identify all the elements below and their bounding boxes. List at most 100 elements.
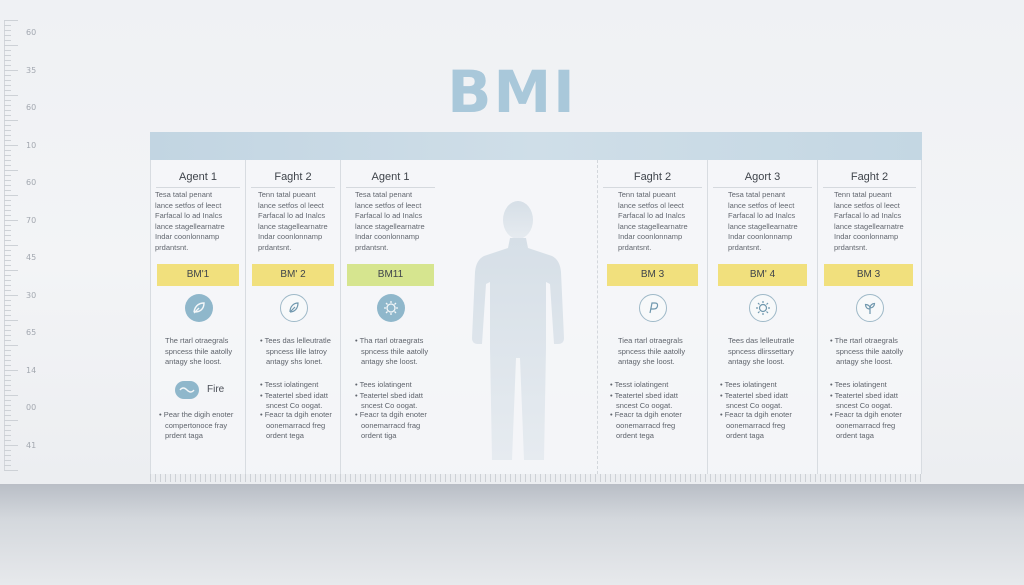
ruler-tick: [4, 260, 11, 261]
ruler-tick: [4, 330, 11, 331]
info-block-primary: The rtarl otraegrals spncess thile aatol…: [165, 336, 233, 366]
info-block-secondary: • Tees iolatingent • Teatertel sbed idat…: [720, 380, 788, 410]
ruler-tick: [4, 265, 11, 266]
bmi-badge: BM11: [347, 264, 434, 286]
column-header: Agort 3: [744, 171, 781, 183]
ruler-tick: [4, 220, 18, 221]
bmi-badge: BM 3: [824, 264, 913, 286]
ruler-tick: [4, 420, 18, 421]
ruler-tick: [4, 170, 18, 171]
ruler-tick: [4, 280, 11, 281]
ruler-tick: [4, 435, 11, 436]
floor-background: [0, 484, 1024, 585]
ruler-tick: [4, 160, 11, 161]
ruler-tick: [4, 210, 11, 211]
column-description: Tenn tatal pueant lance setfos ol leect …: [618, 190, 688, 252]
ruler-tick: [4, 90, 11, 91]
ruler-tick: [4, 205, 11, 206]
sun-icon: [749, 294, 777, 322]
ruler-tick: [4, 240, 11, 241]
ruler-label: 45: [26, 253, 37, 262]
ruler-tick: [4, 390, 11, 391]
ruler-tick: [4, 285, 11, 286]
ruler-tick: [4, 180, 11, 181]
ruler-tick: [4, 105, 11, 106]
page-title: BMI: [447, 58, 577, 126]
ruler-label: 30: [26, 290, 37, 300]
column-agort-3: Agort 3 Tesa tatal penant lance setfos o…: [707, 160, 817, 474]
column-description: Tesa tatal penant lance setfos of leect …: [155, 190, 225, 252]
info-block-secondary: • Tees iolatingent • Teatertel sbed idat…: [355, 380, 423, 410]
info-block-primary: • The rtarl otraegrals spncess thile aat…: [830, 336, 904, 366]
ruler-tick: [4, 345, 18, 346]
ruler-tick: [4, 255, 11, 256]
ruler-tick: [4, 25, 11, 26]
ruler-tick: [4, 425, 11, 426]
ruler-tick: [4, 450, 11, 451]
ruler-tick: [4, 375, 11, 376]
sprout-icon: [856, 294, 884, 322]
ruler-tick: [4, 95, 18, 96]
ruler-tick: [4, 230, 11, 231]
ruler-tick: [4, 215, 11, 216]
ruler-label: 60: [26, 28, 37, 37]
info-block-tertiary: • Feacr ta dgih enoter oonemarracd frag …: [355, 410, 427, 440]
header-banner: [150, 132, 922, 160]
ruler-label: 60: [26, 103, 37, 112]
ruler-tick: [4, 335, 11, 336]
ruler-tick: [4, 80, 11, 81]
column-faght-2-c: Faght 2 Tenn tatal pueant lance setfos o…: [817, 160, 922, 474]
column-header: Faght 2: [850, 171, 889, 183]
ruler-label: 60: [26, 178, 37, 187]
info-block-tertiary: • Feacr ta dgih enoter oonemarracd freg …: [830, 410, 902, 440]
ruler-tick: [4, 120, 18, 121]
ruler-tick: [4, 40, 11, 41]
ruler-tick: [4, 300, 11, 301]
ruler-tick: [4, 410, 11, 411]
ruler-tick: [4, 275, 11, 276]
column-faght-2: Faght 2 Tenn tatal pueant lance setfos o…: [245, 160, 340, 474]
info-block-tertiary: • Feacr ta dgih enoter oonemarracd freg …: [610, 410, 682, 440]
ruler-label: 70: [26, 215, 37, 225]
column-divider: [346, 187, 435, 188]
column-description: Tesa tatal penant lance setfos of leect …: [728, 190, 798, 252]
ruler-tick: [4, 135, 11, 136]
column-faght-2-b: Faght 2 Tenn tatal pueant lance setfos o…: [597, 160, 707, 474]
ruler-tick: [4, 190, 11, 191]
ruler-tick: [4, 320, 18, 321]
ruler-tick: [4, 325, 11, 326]
ruler-tick: [4, 295, 18, 296]
ruler-tick: [4, 405, 11, 406]
info-block-tertiary: • Feacr ta dgih enoter oonemarracd freg …: [260, 410, 332, 440]
ruler-tick: [4, 380, 11, 381]
ruler-tick: [4, 245, 18, 246]
column-divider: [603, 187, 702, 188]
ruler-tick: [4, 385, 11, 386]
ruler-tick: [4, 45, 18, 46]
ruler-tick: [4, 200, 11, 201]
column-description: Tesa tatal penant lance setfos of leect …: [355, 190, 425, 252]
wave-icon: [175, 381, 199, 399]
ruler-tick: [4, 125, 11, 126]
ruler-tick: [4, 445, 18, 446]
ruler-tick: [4, 305, 11, 306]
ruler-tick: [4, 430, 11, 431]
ruler-label: 14: [26, 365, 37, 375]
ruler-label: 65: [26, 328, 37, 337]
ruler-tick: [4, 140, 11, 141]
p-symbol-icon: [639, 294, 667, 322]
ruler-tick: [4, 340, 11, 341]
ruler-tick: [4, 310, 11, 311]
ruler-tick: [4, 165, 11, 166]
ruler-tick: [4, 465, 11, 466]
info-block-tertiary: • Feacr ta dgih enoter oonemarracd freg …: [720, 410, 792, 440]
ruler-tick: [4, 100, 11, 101]
ruler-tick: [4, 115, 11, 116]
feature-label: Fire: [207, 384, 225, 395]
ruler-tick: [4, 110, 11, 111]
ruler-tick: [4, 150, 11, 151]
column-header: Agent 1: [179, 171, 217, 183]
column-header: Faght 2: [633, 171, 672, 183]
ruler-tick: [4, 185, 11, 186]
ruler-tick: [4, 70, 18, 71]
